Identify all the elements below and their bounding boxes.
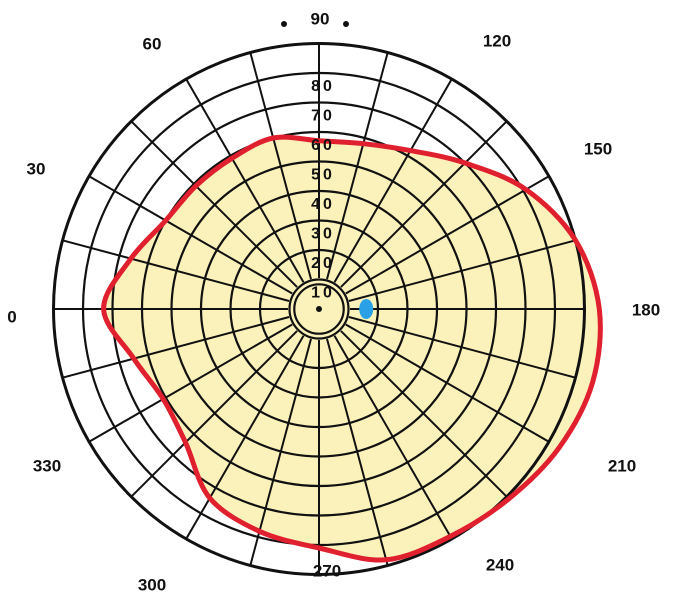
meridian-label-300: 300 (138, 575, 166, 594)
meridian-105 (326, 52, 389, 280)
radial-label-80: 80 (311, 78, 335, 95)
arc-end-dot-right (343, 21, 349, 27)
meridian-label-150: 150 (584, 139, 612, 158)
radial-label-70: 70 (311, 108, 335, 125)
meridian-135 (340, 120, 508, 288)
meridian-label-0: 0 (7, 307, 16, 326)
meridian-label-270: 270 (313, 561, 341, 580)
meridian-label-90: 90 (311, 9, 330, 28)
fixation-point (316, 306, 322, 312)
radial-label-50: 50 (311, 167, 335, 184)
meridian-label-120: 120 (483, 31, 511, 50)
meridian-285 (249, 338, 312, 566)
meridian-345 (62, 316, 290, 379)
field-boundary-line (101, 134, 603, 563)
meridian-45 (130, 120, 298, 288)
meridian-30 (88, 175, 293, 295)
radial-label-10: 10 (311, 285, 335, 302)
meridian-210 (345, 323, 550, 443)
visual-field-area (103, 137, 601, 561)
meridian-75 (249, 52, 312, 280)
meridian-label-60: 60 (143, 34, 162, 53)
meridian-300 (185, 335, 305, 540)
meridian-225 (340, 330, 508, 498)
meridian-165 (348, 239, 576, 302)
meridian-label-30: 30 (27, 159, 46, 178)
meridian-60 (185, 78, 305, 283)
grid-ring-10 (288, 278, 350, 340)
meridian-120 (333, 78, 453, 283)
meridian-label-180: 180 (632, 300, 660, 319)
radial-label-30: 30 (311, 226, 335, 243)
central-ring (293, 283, 345, 335)
meridian-330 (88, 323, 293, 443)
meridian-15 (62, 239, 290, 302)
radial-label-60: 60 (311, 137, 335, 154)
meridian-315 (130, 330, 298, 498)
meridian-label-210: 210 (608, 456, 636, 475)
meridian-255 (326, 338, 389, 566)
blind-spot-marker (359, 299, 374, 319)
radial-label-40: 40 (311, 196, 335, 213)
meridian-label-240: 240 (486, 555, 514, 574)
meridian-195 (348, 316, 576, 379)
arc-end-dot-left (281, 21, 287, 27)
meridian-240 (333, 335, 453, 540)
meridian-150 (345, 175, 550, 295)
radial-label-20: 20 (311, 255, 335, 272)
meridian-label-330: 330 (33, 456, 61, 475)
